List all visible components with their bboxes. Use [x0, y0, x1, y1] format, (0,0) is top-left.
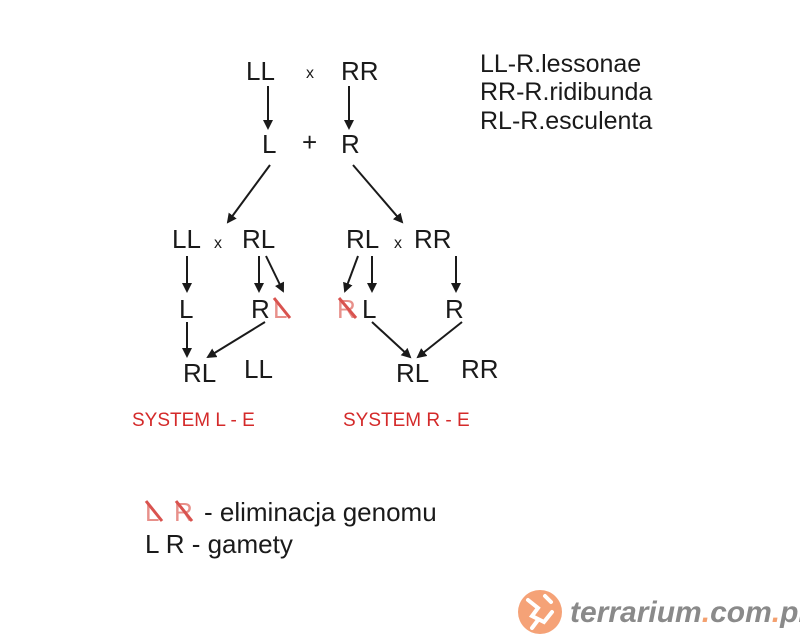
- key-elimination-text: - eliminacja genomu: [204, 497, 437, 527]
- legend-lessonae: LL-R.lessonae: [480, 50, 641, 78]
- le-cross-left: LL: [172, 224, 201, 254]
- cross-symbol: x: [306, 65, 314, 82]
- arrow: [343, 255, 359, 293]
- le-offspring-rl: RL: [183, 358, 216, 388]
- lizard-logo-icon: [518, 590, 562, 634]
- le-gamete-r: R: [251, 294, 270, 324]
- re-gamete-r: R: [445, 294, 464, 324]
- elimination-cross-icon: [144, 500, 164, 522]
- gamete-r: R: [341, 129, 360, 159]
- terrarium-logo[interactable]: terrarium.com.pl: [518, 590, 800, 634]
- arrow: [206, 321, 266, 359]
- arrow: [371, 321, 412, 359]
- re-cross-left: RL: [346, 224, 379, 254]
- le-offspring-ll: LL: [244, 354, 273, 384]
- re-cross-right: RR: [414, 224, 452, 254]
- elimination-cross-icon: [337, 297, 358, 319]
- legend-esculenta: RL-R.esculenta: [480, 107, 652, 135]
- key-gametes-text: L R - gamety: [145, 529, 293, 559]
- arrow: [352, 164, 404, 224]
- logo-text: terrarium.com.pl: [570, 596, 800, 629]
- legend-ridibunda: RR-R.ridibunda: [480, 78, 652, 106]
- le-gamete-l: L: [179, 294, 193, 324]
- system-re-label: SYSTEM R - E: [343, 410, 470, 431]
- re-offspring-rl: RL: [396, 358, 429, 388]
- le-cross-right: RL: [242, 224, 275, 254]
- re-offspring-rr: RR: [461, 354, 499, 384]
- system-le-label: SYSTEM L - E: [132, 410, 255, 431]
- gamete-l: L: [262, 129, 276, 159]
- elimination-cross-icon: [272, 297, 292, 319]
- re-cross-symbol: x: [394, 235, 402, 252]
- elimination-cross-icon: [174, 500, 194, 522]
- arrow: [265, 255, 285, 293]
- re-gamete-l: L: [362, 294, 376, 324]
- plus-symbol: +: [302, 127, 317, 157]
- le-cross-symbol: x: [214, 235, 222, 252]
- parent-ll: LL: [246, 56, 275, 86]
- arrow: [226, 164, 271, 224]
- arrow: [416, 321, 463, 359]
- parent-rr: RR: [341, 56, 379, 86]
